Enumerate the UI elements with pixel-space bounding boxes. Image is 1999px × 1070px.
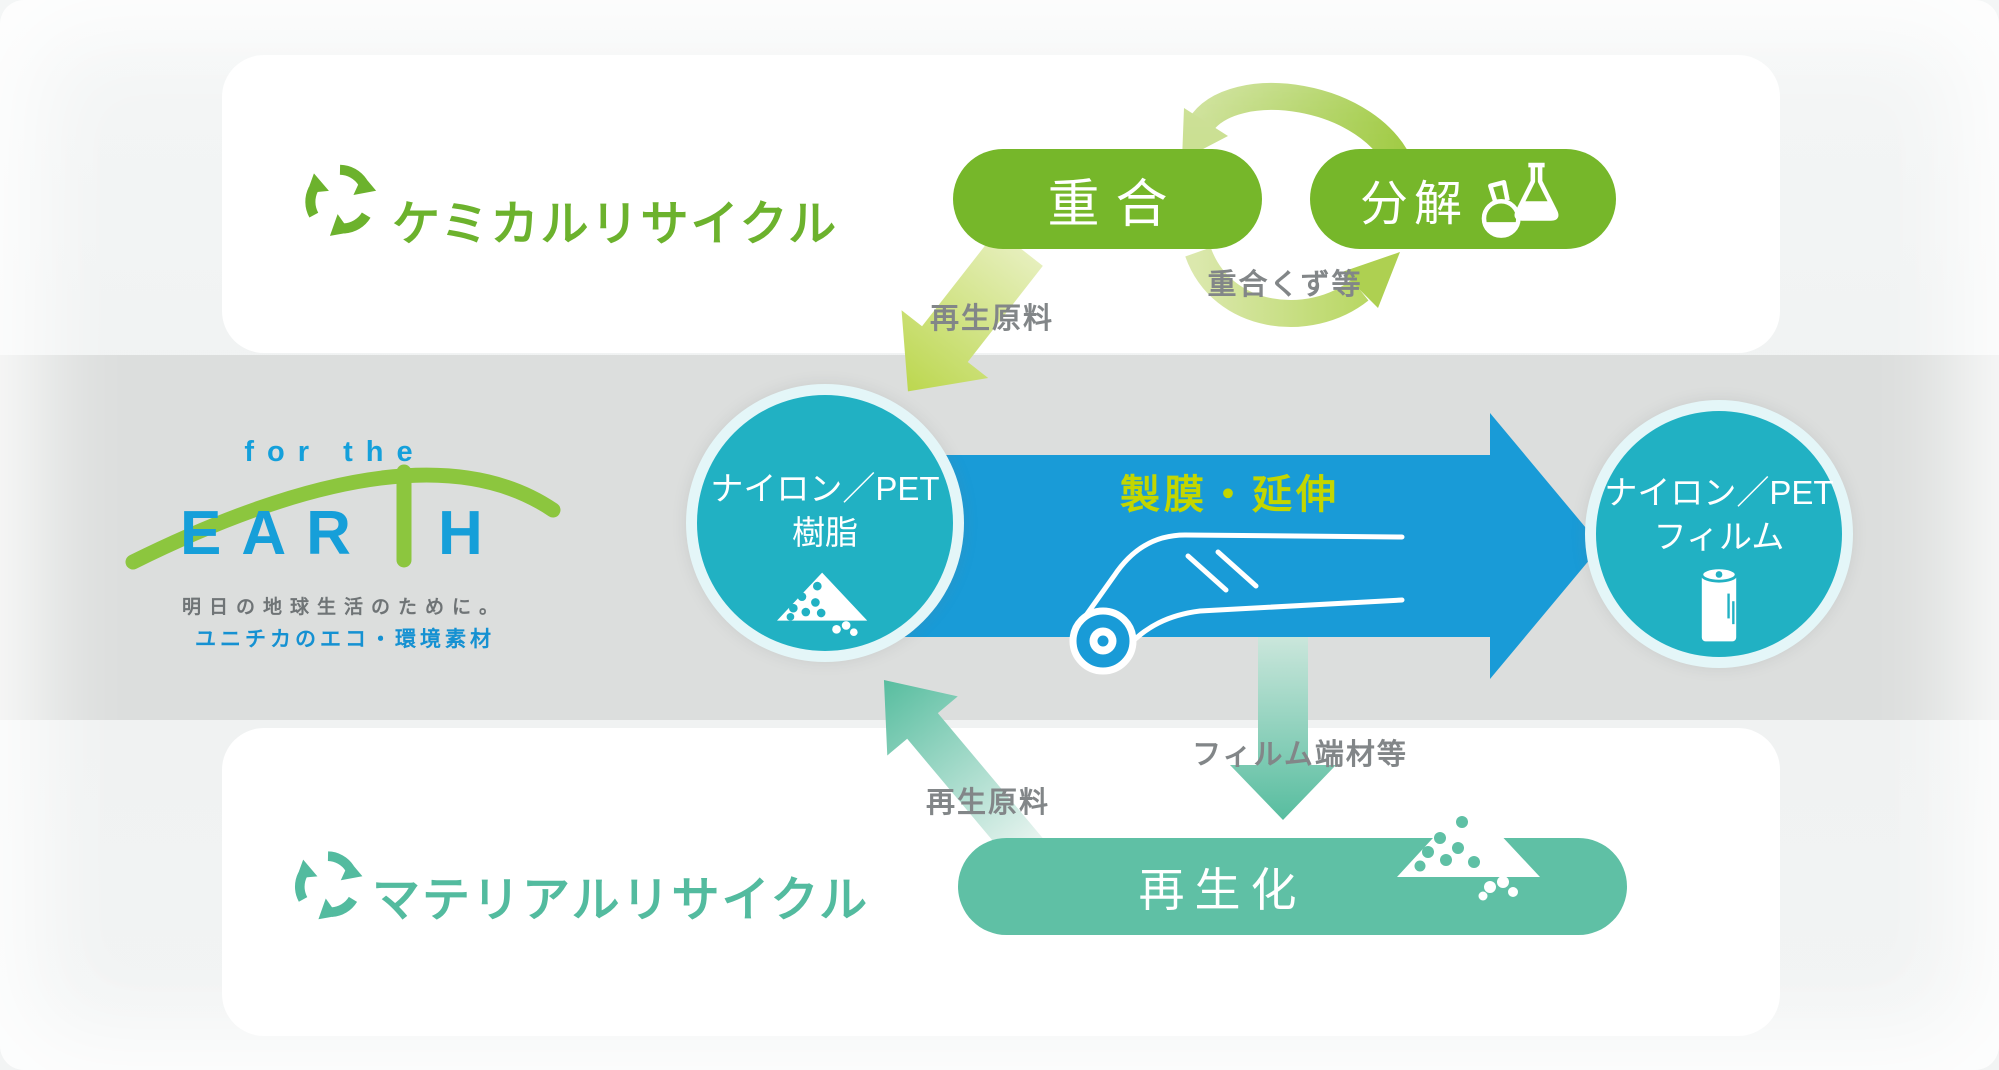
film-circle-line1: ナイロン／PET <box>1604 474 1834 511</box>
film-scrap-label: フィルム端材等 <box>1192 739 1408 771</box>
logo-earth-h: H <box>438 499 503 568</box>
decomposition-pill: 分解 <box>1310 149 1616 249</box>
recycle-icon-material <box>295 851 363 920</box>
recycled-material-label-top: 再生原料 <box>930 303 1055 335</box>
material-recycle-title: マテリアルリサイクル <box>372 874 870 927</box>
film-roll-icon <box>1700 566 1738 642</box>
decomposition-label: 分解 <box>1359 178 1468 231</box>
regenerated-powder-icon <box>1397 800 1540 901</box>
recycled-material-label-bottom: 再生原料 <box>926 787 1051 819</box>
resin-circle-line2: 樹脂 <box>792 513 858 551</box>
process-label: 製膜・延伸 <box>1120 473 1340 517</box>
polymerization-pill: 重合 <box>953 149 1262 249</box>
chemical-recycle-title: ケミカルリサイクル <box>392 198 839 251</box>
recycle-icon-chemical <box>305 164 377 236</box>
resin-circle: ナイロン／PET 樹脂 <box>686 384 964 662</box>
logo-brand: ユニチカのエコ・環境素材 <box>195 628 495 651</box>
logo-tagline: 明日の地球生活のために。 <box>182 597 507 618</box>
logo-earth-ear: EAR <box>180 499 371 568</box>
logo-for-the: for the <box>244 436 426 468</box>
polymer-scrap-label: 重合くず等 <box>1207 269 1363 301</box>
resin-circle-line1: ナイロン／PET <box>710 470 940 507</box>
logo-earth-arc <box>125 464 561 570</box>
flask-icon <box>1481 162 1559 238</box>
film-circle: ナイロン／PET フィルム <box>1585 400 1853 668</box>
film-circle-line2: フィルム <box>1653 517 1785 555</box>
resin-powder-icon <box>777 572 868 636</box>
